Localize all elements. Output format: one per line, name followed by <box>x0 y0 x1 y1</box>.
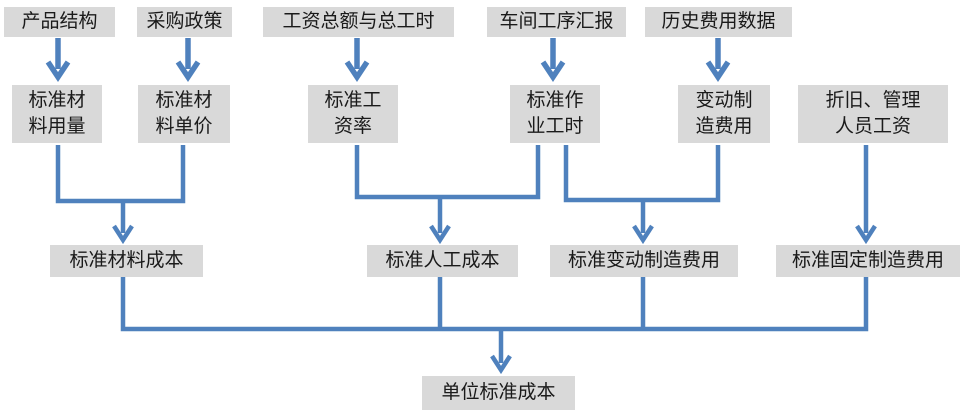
node-variable-mfg-expense: 变动制 造费用 <box>678 85 770 143</box>
arrow-down-icon-depreciation-to-fixed <box>855 145 877 245</box>
connector-merge-material-cost <box>55 145 186 245</box>
node-std-variable-mfg-cost: 标准变动制造费用 <box>550 245 738 277</box>
arrow-down-icon-wages-to-rate <box>344 38 370 82</box>
arrow-down-icon-procurement-to-price <box>175 38 201 82</box>
node-std-material-cost: 标准材料成本 <box>50 245 203 277</box>
node-std-material-usage: 标准材 料用量 <box>12 85 102 143</box>
node-std-operation-hours: 标准作 业工时 <box>510 85 600 143</box>
arrow-down-icon-workshop-to-hours <box>540 38 566 82</box>
node-historical-cost-data: 历史费用数据 <box>645 7 792 37</box>
node-std-fixed-mfg-cost: 标准固定制造费用 <box>776 245 960 277</box>
node-std-labor-cost: 标准人工成本 <box>367 245 518 277</box>
node-workshop-process-report: 车间工序汇报 <box>487 7 626 37</box>
node-procurement-policy: 采购政策 <box>137 7 232 37</box>
arrow-down-icon-product-to-usage <box>45 38 71 82</box>
node-product-structure: 产品结构 <box>4 7 115 37</box>
node-std-wage-rate: 标准工 资率 <box>308 85 398 143</box>
node-unit-standard-cost: 单位标准成本 <box>422 376 575 410</box>
node-std-material-price: 标准材 料单价 <box>138 85 230 143</box>
connector-merge-variable-cost <box>563 145 721 245</box>
connector-bus-unit-cost <box>120 277 869 375</box>
connector-merge-labor-cost <box>354 145 541 245</box>
arrow-down-icon-history-to-variable <box>705 38 731 82</box>
node-total-wages-hours: 工资总额与总工时 <box>263 7 454 37</box>
node-depreciation-mgmt-wages: 折旧、管理 人员工资 <box>798 85 948 143</box>
